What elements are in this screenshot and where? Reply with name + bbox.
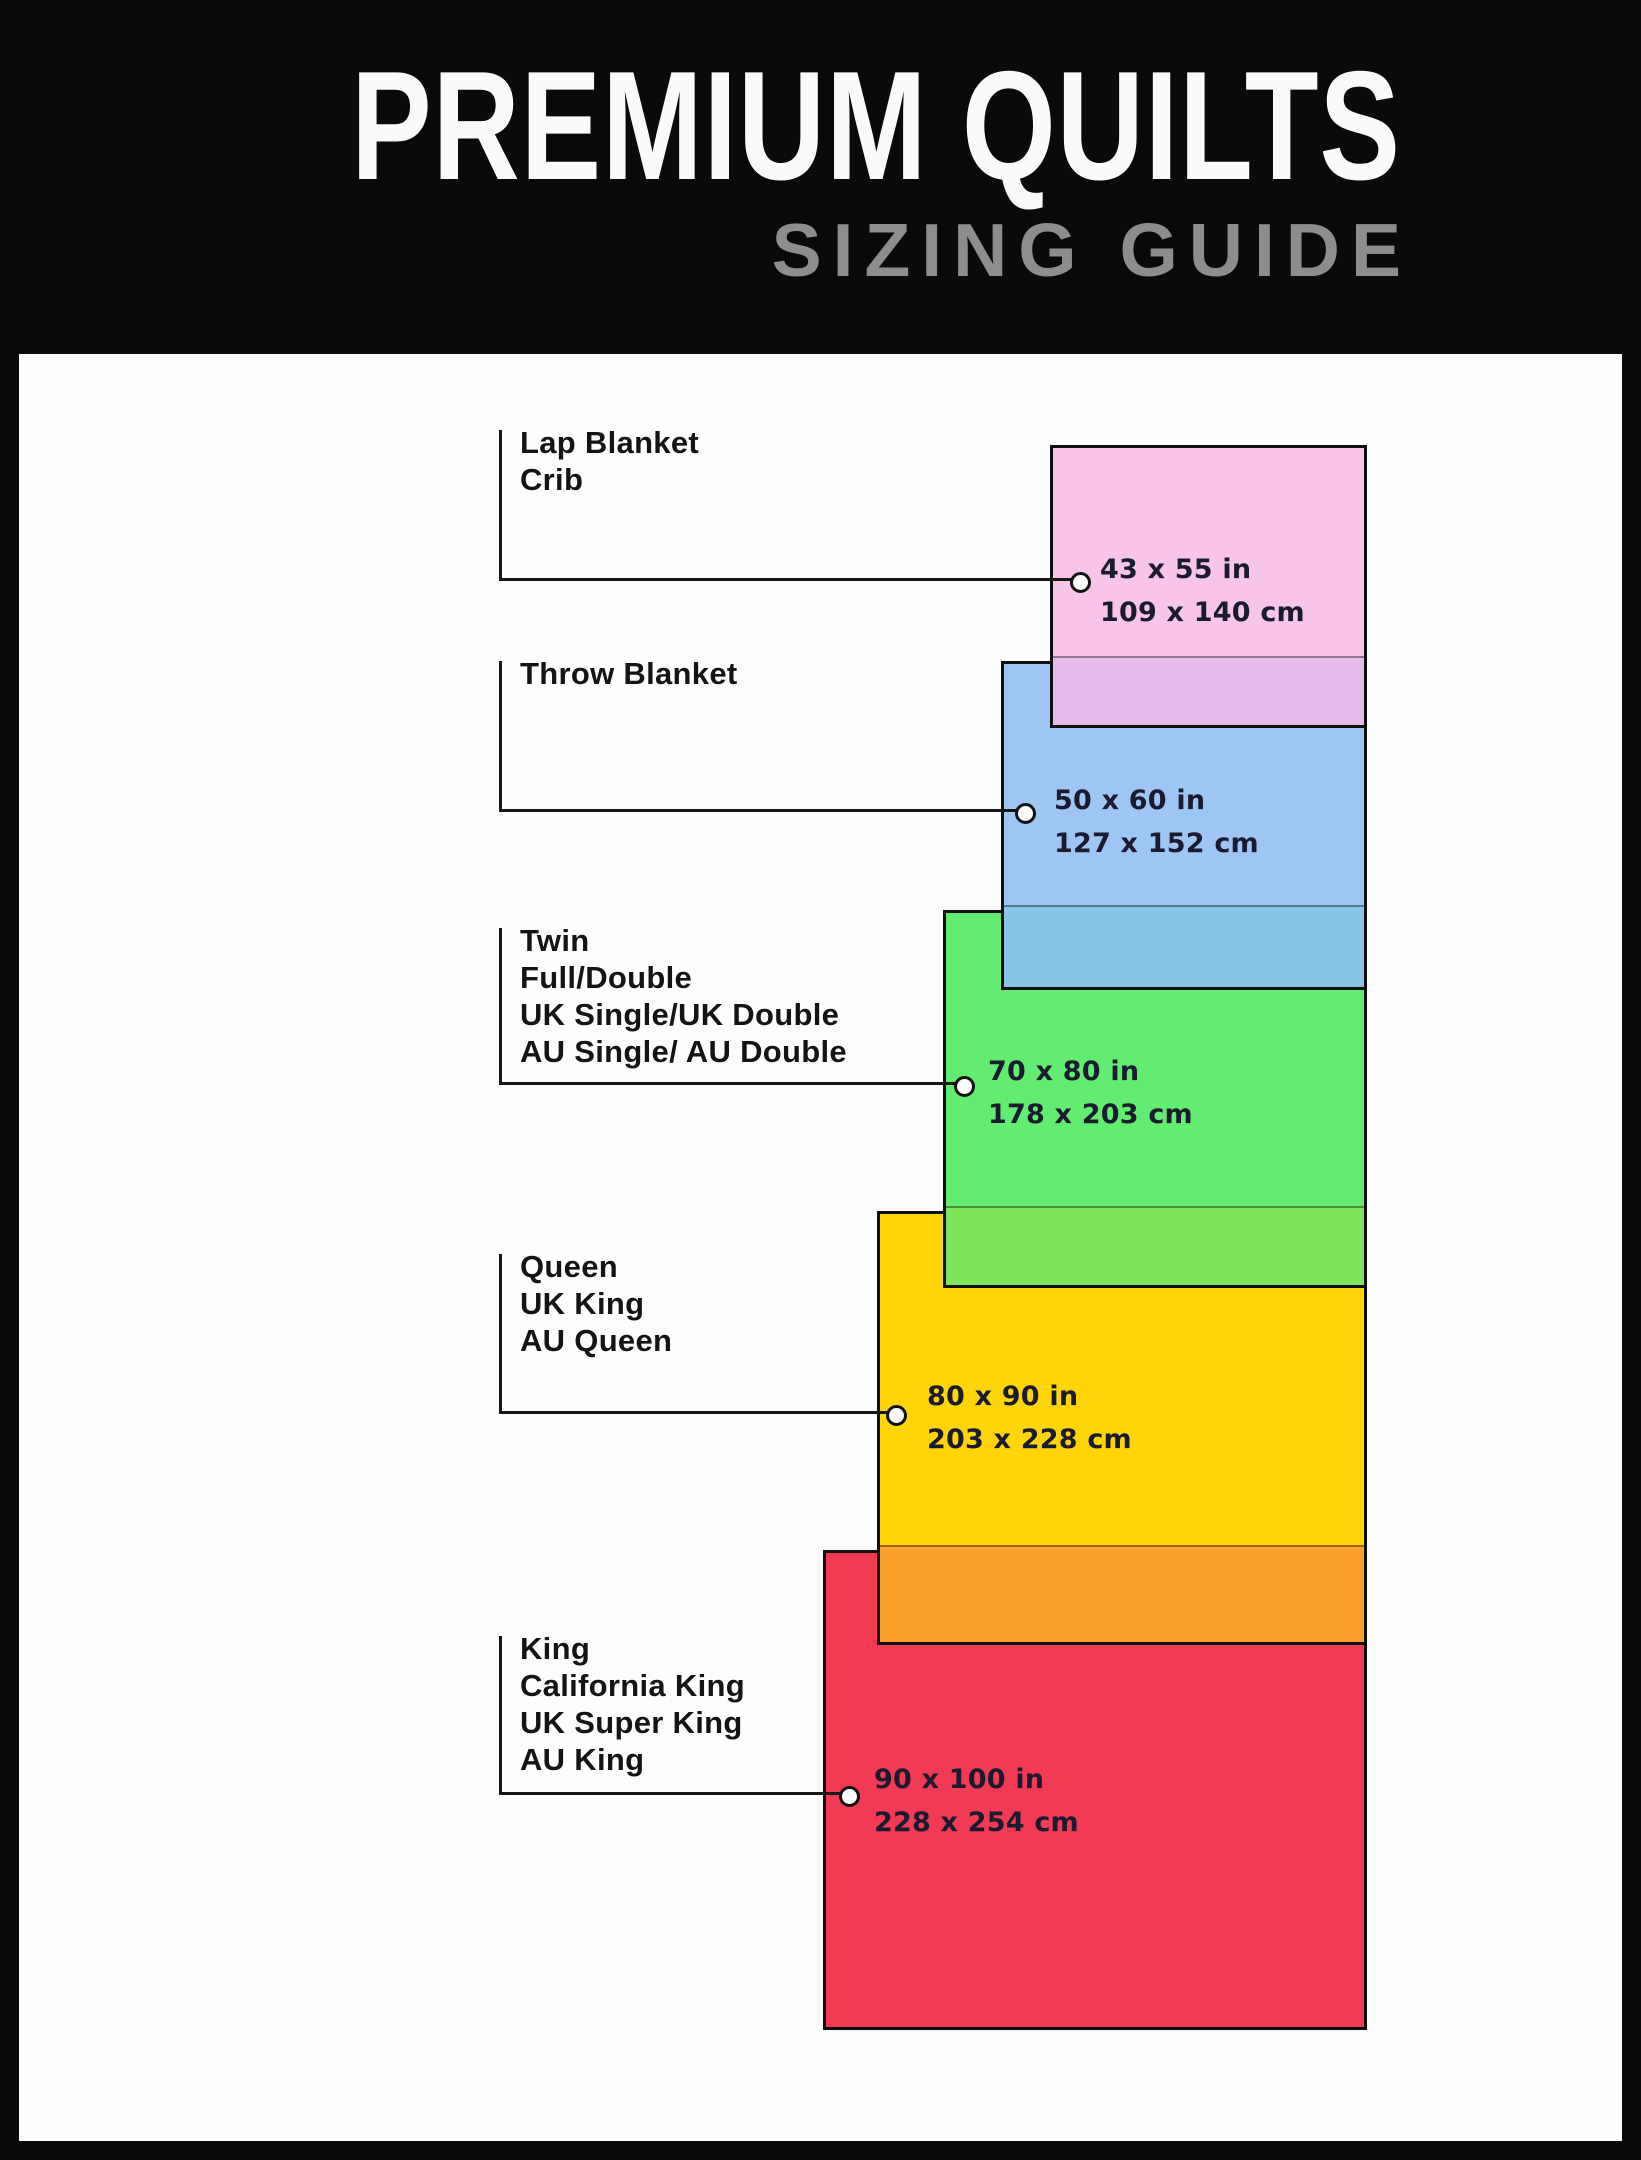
size-label-king: King California King UK Super King AU Ki… (520, 1630, 745, 1778)
label-line: UK Super King (520, 1705, 743, 1740)
dimension-inches: 70 x 80 in (988, 1056, 1140, 1087)
dimension-inches: 50 x 60 in (1054, 785, 1206, 816)
size-label-throw-blanket: Throw Blanket (520, 655, 737, 692)
label-line: AU Single/ AU Double (520, 1034, 847, 1069)
connector-vertical-line (499, 1636, 502, 1795)
overlap-shade-queen-king (880, 1545, 1364, 1642)
header: PREMIUM QUILTS SIZING GUIDE (0, 0, 1641, 354)
size-dimensions-lap-blanket-crib: 43 x 55 in 109 x 140 cm (1100, 548, 1305, 634)
label-line: Crib (520, 462, 584, 497)
size-dimensions-queen: 80 x 90 in 203 x 228 cm (927, 1375, 1132, 1461)
connector-dot (954, 1076, 975, 1097)
connector-horizontal-line (499, 1082, 955, 1085)
label-line: AU King (520, 1742, 645, 1777)
header-text-block: PREMIUM QUILTS SIZING GUIDE (55, 48, 1401, 288)
size-dimensions-throw-blanket: 50 x 60 in 127 x 152 cm (1054, 779, 1259, 865)
label-line: Lap Blanket (520, 425, 700, 460)
dimension-cm: 178 x 203 cm (988, 1099, 1193, 1130)
overlap-shade-twin-queen (946, 1206, 1364, 1285)
size-dimensions-king: 90 x 100 in 228 x 254 cm (874, 1758, 1079, 1844)
dimension-cm: 127 x 152 cm (1054, 828, 1259, 859)
connector-vertical-line (499, 430, 502, 581)
dimension-cm: 203 x 228 cm (927, 1424, 1132, 1455)
label-line: Throw Blanket (520, 656, 738, 691)
connector-horizontal-line (499, 1792, 840, 1795)
size-label-twin-full: Twin Full/Double UK Single/UK Double AU … (520, 922, 847, 1070)
connector-horizontal-line (499, 1411, 887, 1414)
connector-dot (886, 1405, 907, 1426)
label-line: UK King (520, 1286, 645, 1321)
size-label-lap-blanket-crib: Lap Blanket Crib (520, 424, 699, 498)
dimension-cm: 228 x 254 cm (874, 1807, 1079, 1838)
overlap-shade-throw-twin (1004, 905, 1364, 987)
label-line: Full/Double (520, 960, 693, 995)
label-line: California King (520, 1668, 745, 1703)
page-title: PREMIUM QUILTS (351, 39, 1401, 212)
connector-vertical-line (499, 661, 502, 812)
dimension-inches: 90 x 100 in (874, 1764, 1045, 1795)
connector-dot (1070, 572, 1091, 593)
dimension-inches: 80 x 90 in (927, 1381, 1079, 1412)
overlap-shade-crib-throw (1053, 656, 1364, 725)
dimension-cm: 109 x 140 cm (1100, 597, 1305, 628)
connector-dot (839, 1786, 860, 1807)
label-line: UK Single/UK Double (520, 997, 840, 1032)
label-line: AU Queen (520, 1323, 673, 1358)
size-label-queen: Queen UK King AU Queen (520, 1248, 672, 1359)
label-line: King (520, 1631, 591, 1666)
dimension-inches: 43 x 55 in (1100, 554, 1252, 585)
size-dimensions-twin-full: 70 x 80 in 178 x 203 cm (988, 1050, 1193, 1136)
connector-dot (1015, 803, 1036, 824)
page-subtitle: SIZING GUIDE (771, 208, 1412, 292)
label-line: Twin (520, 923, 590, 958)
size-rect-lap-blanket-crib (1050, 445, 1367, 728)
connector-horizontal-line (499, 809, 1016, 812)
connector-vertical-line (499, 1254, 502, 1414)
connector-horizontal-line (499, 578, 1071, 581)
connector-vertical-line (499, 928, 502, 1085)
label-line: Queen (520, 1249, 618, 1284)
content-panel (19, 354, 1622, 2141)
